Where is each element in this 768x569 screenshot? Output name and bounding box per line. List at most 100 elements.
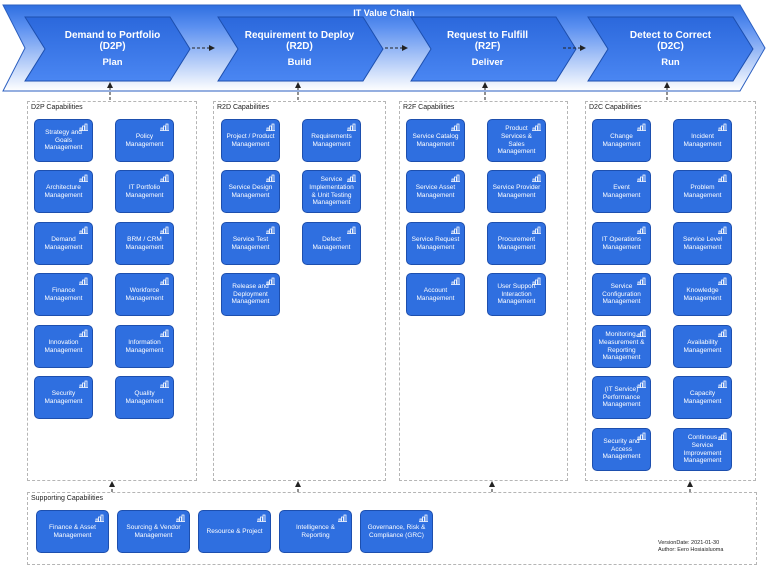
capability-icon [451, 123, 460, 131]
capability-icon [160, 277, 169, 285]
capability-grc[interactable]: Governance, Risk & Compliance (GRC) [360, 510, 433, 553]
capability-icon [160, 380, 169, 388]
capability-it-operations[interactable]: IT Operations Management [592, 222, 651, 265]
capability-policy[interactable]: Policy Management [115, 119, 174, 162]
capability-security-access[interactable]: Security and Access Management [592, 428, 651, 471]
capability-change[interactable]: Change Management [592, 119, 651, 162]
capability-icon [347, 226, 356, 234]
arrowhead-r2d [295, 82, 301, 88]
capability-it-portfolio[interactable]: IT Portfolio Management [115, 170, 174, 213]
capability-icon [451, 226, 460, 234]
stream-title-r2f: Request to Fulfill(R2F) [446, 30, 529, 52]
capability-requirements[interactable]: Requirements Management [302, 119, 361, 162]
capability-service-request[interactable]: Service Request Management [406, 222, 465, 265]
capability-procurement[interactable]: Procurement Management [487, 222, 546, 265]
chevron-d2p [24, 16, 191, 82]
capability-icon [79, 123, 88, 131]
capability-icon [718, 277, 727, 285]
group-r2f: R2F Capabilities [399, 101, 568, 481]
capability-sourcing-vendor[interactable]: Sourcing & Vendor Management [117, 510, 190, 553]
stream-title-d2p: Demand to Portfolio(D2P) [64, 30, 161, 52]
capability-innovation[interactable]: Innovation Management [34, 325, 93, 368]
capability-incident[interactable]: Incident Management [673, 119, 732, 162]
capability-product-services-sales[interactable]: Product Services & Sales Management [487, 119, 546, 162]
arrowhead-support-r2d [295, 481, 301, 487]
group-r2d: R2D Capabilities [213, 101, 386, 481]
capability-icon [79, 329, 88, 337]
capability-strategy-goals[interactable]: Strategy and Goals Management [34, 119, 93, 162]
capability-icon [160, 329, 169, 337]
capability-service-level[interactable]: Service Level Management [673, 222, 732, 265]
arrowhead-support-d2p [109, 481, 115, 487]
capability-icon [718, 432, 727, 440]
group-label-d2p: D2P Capabilities [31, 104, 83, 111]
version-info: VersionDate: 2021-01-30 Author: Eero Hos… [658, 540, 723, 554]
capability-icon [532, 123, 541, 131]
capability-demand[interactable]: Demand Management [34, 222, 93, 265]
capability-service-configuration[interactable]: Service Configuration Management [592, 273, 651, 316]
version-date: VersionDate: 2021-01-30 [658, 540, 720, 546]
group-label-d2c: D2C Capabilities [589, 104, 642, 111]
capability-availability[interactable]: Availability Management [673, 325, 732, 368]
chevron-d2c [587, 16, 754, 82]
stream-title-d2c: Detect to Correct(D2C) [629, 30, 712, 52]
capability-icon [637, 226, 646, 234]
capability-icon [176, 514, 185, 522]
capability-icon [266, 174, 275, 182]
capability-capacity[interactable]: Capacity Management [673, 376, 732, 419]
capability-service-implementation[interactable]: Service Implementation & Unit Testing Ma… [302, 170, 361, 213]
capability-performance[interactable]: (IT Service) Performance Management [592, 376, 651, 419]
capability-information[interactable]: Information Management [115, 325, 174, 368]
capability-icon [160, 174, 169, 182]
stream-title-r2d: Requirement to Deploy(R2D) [244, 30, 355, 52]
capability-service-test[interactable]: Service Test Management [221, 222, 280, 265]
capability-icon [95, 514, 104, 522]
capability-icon [347, 123, 356, 131]
stream-phase-r2d: Build [287, 57, 312, 68]
capability-service-design[interactable]: Service Design Management [221, 170, 280, 213]
group-label-supporting: Supporting Capabilities [31, 495, 103, 502]
stream-phase-r2f: Deliver [471, 57, 504, 68]
capability-event[interactable]: Event Management [592, 170, 651, 213]
author: Author: Eero Hosiaisluoma [658, 547, 724, 553]
capability-service-asset[interactable]: Service Asset Management [406, 170, 465, 213]
capability-problem[interactable]: Problem Management [673, 170, 732, 213]
capability-icon [637, 432, 646, 440]
capability-icon [532, 226, 541, 234]
group-label-r2f: R2F Capabilities [403, 104, 455, 111]
chevron-r2f [410, 16, 577, 82]
capability-account[interactable]: Account Management [406, 273, 465, 316]
capability-icon [79, 226, 88, 234]
capability-service-provider[interactable]: Service Provider Management [487, 170, 546, 213]
capability-release-deployment[interactable]: Release and Deployment Management [221, 273, 280, 316]
value-chain-title: IT Value Chain [353, 8, 415, 18]
capability-brm-crm[interactable]: BRM / CRM Management [115, 222, 174, 265]
capability-security[interactable]: Security Management [34, 376, 93, 419]
value-chain-graphic [2, 4, 766, 92]
capability-quality[interactable]: Quality Management [115, 376, 174, 419]
capability-service-catalog[interactable]: Service Catalog Management [406, 119, 465, 162]
arrowhead-d2c [664, 82, 670, 88]
capability-user-support[interactable]: User Support Interaction Management [487, 273, 546, 316]
capability-icon [160, 123, 169, 131]
capability-project-product[interactable]: Project / Product Management [221, 119, 280, 162]
capability-intelligence-reporting[interactable]: Intelligence & Reporting [279, 510, 352, 553]
capability-finance[interactable]: Finance Management [34, 273, 93, 316]
capability-monitoring[interactable]: Monitoring, Measurement & Reporting Mana… [592, 325, 651, 368]
capability-resource-project[interactable]: Resource & Project [198, 510, 271, 553]
capability-workforce[interactable]: Workforce Management [115, 273, 174, 316]
capability-icon [451, 277, 460, 285]
capability-architecture[interactable]: Architecture Management [34, 170, 93, 213]
capability-icon [637, 174, 646, 182]
capability-defect[interactable]: Defect Management [302, 222, 361, 265]
capability-knowledge[interactable]: Knowledge Management [673, 273, 732, 316]
group-d2c: D2C Capabilities [585, 101, 756, 481]
capability-icon [532, 277, 541, 285]
capability-icon [637, 123, 646, 131]
chevron-r2d [217, 16, 384, 82]
capability-icon [718, 123, 727, 131]
capability-finance-asset[interactable]: Finance & Asset Management [36, 510, 109, 553]
arrowhead-d2p [107, 82, 113, 88]
capability-continuous-improvement[interactable]: Continous Service Improvement Management [673, 428, 732, 471]
